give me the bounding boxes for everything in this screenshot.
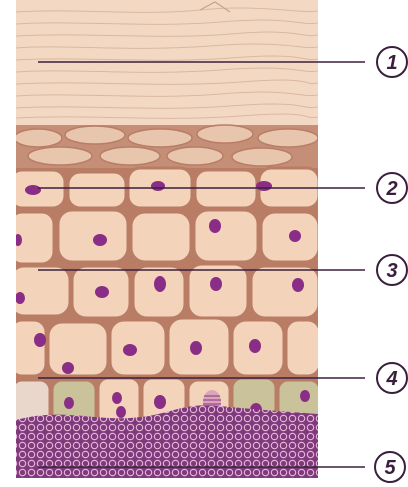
keratinocyte-cells [10, 168, 320, 376]
callout-2-label: 2 [385, 178, 397, 200]
callout-3: 3 [377, 255, 407, 285]
callout-1-label: 1 [386, 52, 397, 74]
callout-1: 1 [377, 47, 407, 77]
callout-3-label: 3 [386, 260, 397, 282]
callout-5-label: 5 [384, 457, 396, 479]
stratum-corneum-layer [16, 0, 318, 130]
callout-4-label: 4 [385, 368, 397, 390]
callout-5: 5 [375, 452, 405, 482]
callout-2: 2 [377, 173, 407, 203]
callout-badges: 1 2 3 4 5 [375, 47, 407, 482]
granular-layer [14, 125, 318, 170]
callout-4: 4 [377, 363, 407, 393]
